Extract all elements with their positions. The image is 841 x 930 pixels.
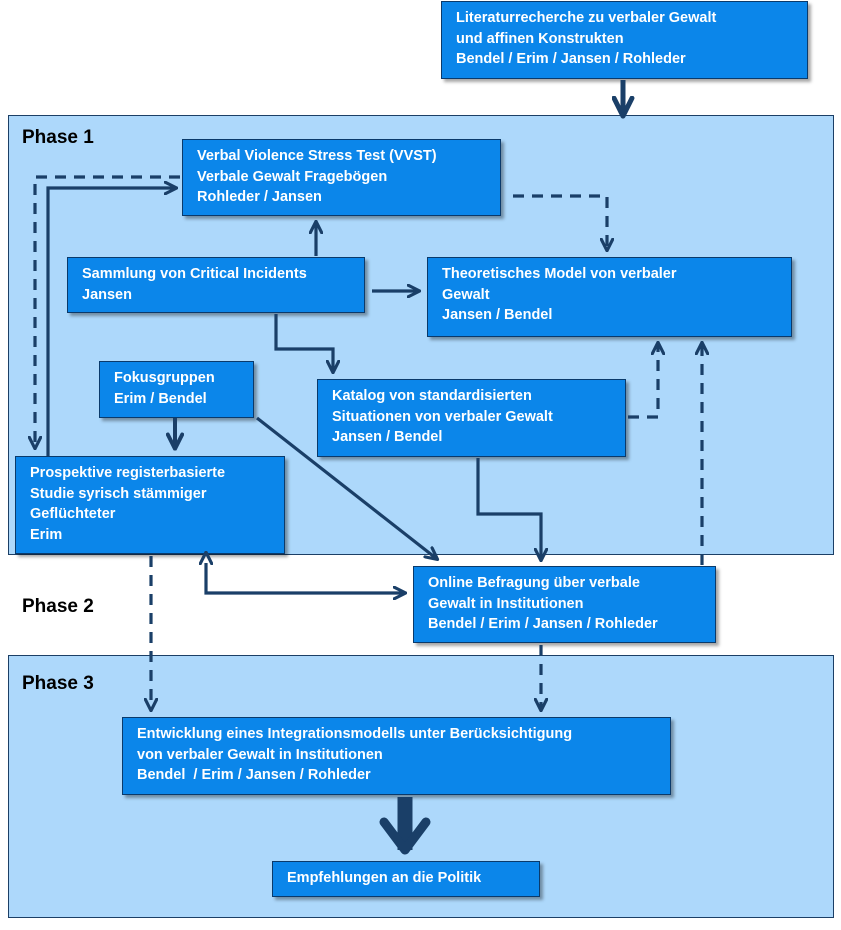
catalog-line-3: Jansen / Bendel xyxy=(332,429,443,445)
catalog-line-2: Situationen von verbaler Gewalt xyxy=(332,408,553,425)
prospective-study-line-2: Studie syrisch stämmiger xyxy=(30,485,207,502)
theoretical-model-line-2: Gewalt xyxy=(442,286,490,303)
prospective-study-line-1: Prospektive registerbasierte xyxy=(30,465,226,481)
catalog-node: Katalog von standardisierten Situationen… xyxy=(317,379,626,457)
prospective-study-line-3: Geflüchteter xyxy=(30,506,116,522)
prospective-study-node: Prospektive registerbasierte Studie syri… xyxy=(15,456,285,554)
theoretical-model-line-1: Theoretisches Model von verbaler xyxy=(442,266,677,282)
online-survey-node: Online Befragung über verbale Gewalt in … xyxy=(413,566,716,643)
integration-model-line-1: Entwicklung eines Integrationsmodells un… xyxy=(137,726,573,742)
catalog-line-1: Katalog von standardisierten xyxy=(332,388,532,404)
phase-2-label: Phase 2 xyxy=(22,596,94,617)
literature-review-line-1: Literaturrecherche zu verbaler Gewalt xyxy=(456,10,717,26)
integration-model-line-3: Bendel / Erim / Jansen / Rohleder xyxy=(137,767,371,783)
vvst-node: Verbal Violence Stress Test (VVST) Verba… xyxy=(182,139,501,216)
integration-model-node: Entwicklung eines Integrationsmodells un… xyxy=(122,717,671,795)
focus-groups-line-1: Fokusgruppen xyxy=(114,370,215,386)
phase-1-label: Phase 1 xyxy=(22,127,94,148)
literature-review-line-3: Bendel / Erim / Jansen / Rohleder xyxy=(456,51,686,67)
vvst-line-3: Rohleder / Jansen xyxy=(197,189,322,205)
focus-groups-line-2: Erim / Bendel xyxy=(114,390,207,407)
integration-model-line-2: von verbaler Gewalt in Institutionen xyxy=(137,746,383,763)
theoretical-model-line-3: Jansen / Bendel xyxy=(442,307,553,323)
focus-groups-node: Fokusgruppen Erim / Bendel xyxy=(99,361,254,418)
theoretical-model-node: Theoretisches Model von verbaler Gewalt … xyxy=(427,257,792,337)
prospective-study-line-4: Erim xyxy=(30,526,63,543)
critical-incidents-line-1: Sammlung von Critical Incidents xyxy=(82,266,307,282)
critical-incidents-node: Sammlung von Critical Incidents Jansen xyxy=(67,257,365,313)
arrow-prospective-online-bidirectional xyxy=(206,563,405,593)
literature-review-line-2: und affinen Konstrukten xyxy=(456,30,624,47)
recommendations-node: Empfehlungen an die Politik xyxy=(272,861,540,897)
critical-incidents-line-2: Jansen xyxy=(82,286,132,303)
vvst-line-1: Verbal Violence Stress Test (VVST) xyxy=(197,148,437,164)
online-survey-line-2: Gewalt in Institutionen xyxy=(428,595,584,612)
online-survey-line-1: Online Befragung über verbale xyxy=(428,575,640,591)
online-survey-line-3: Bendel / Erim / Jansen / Rohleder xyxy=(428,616,658,632)
recommendations-line-1: Empfehlungen an die Politik xyxy=(287,870,482,886)
vvst-line-2: Verbale Gewalt Fragebögen xyxy=(197,168,388,185)
literature-review-node: Literaturrecherche zu verbaler Gewalt un… xyxy=(441,1,808,79)
phase-3-label: Phase 3 xyxy=(22,673,94,694)
